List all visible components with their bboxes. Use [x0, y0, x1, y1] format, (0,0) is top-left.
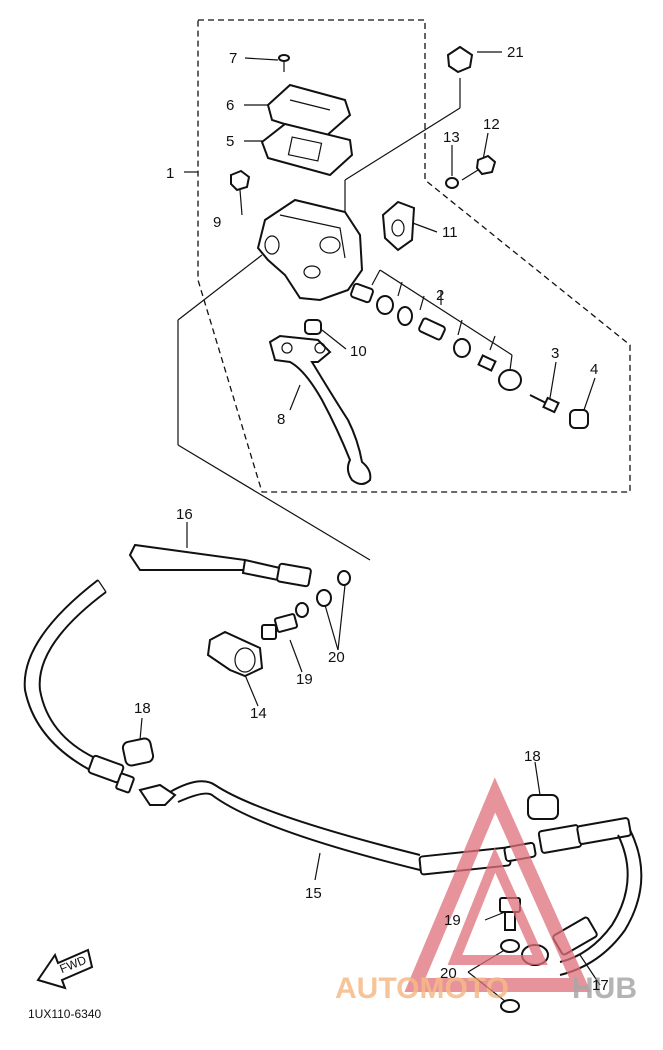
watermark-triangle-outer [404, 777, 591, 992]
washers-20-lower [500, 939, 520, 1013]
bolt-3 [529, 394, 560, 414]
grommet-18-right [527, 794, 559, 820]
label-part-15: 15 [305, 885, 322, 902]
hose-16 [128, 543, 351, 607]
assembly-boundary [197, 19, 631, 493]
bolt-12 [461, 154, 497, 181]
label-part-18-right: 18 [524, 748, 541, 765]
bolt-9 [230, 169, 251, 216]
label-part-2: 2 [436, 287, 444, 304]
watermark-text-primary: AUTOMOTO [335, 972, 509, 1005]
label-part-1: 1 [166, 165, 174, 182]
diaphragm-5 [260, 122, 354, 177]
label-part-19-upper: 19 [296, 671, 313, 688]
diagram-code: 1UX110-6340 [28, 1007, 101, 1021]
label-part-13: 13 [443, 129, 460, 146]
label-part-19-lower: 19 [444, 912, 461, 929]
label-part-9: 9 [213, 214, 221, 231]
union-bolt-19-upper [261, 613, 299, 640]
label-part-20-lower: 20 [440, 965, 457, 982]
lever-8 [268, 334, 372, 485]
label-part-18-left: 18 [134, 700, 151, 717]
piston-kit-2 [350, 269, 522, 391]
label-part-7: 7 [229, 50, 237, 67]
label-part-12: 12 [483, 116, 500, 133]
label-part-3: 3 [551, 345, 559, 362]
label-part-10: 10 [350, 343, 367, 360]
label-part-17: 17 [592, 977, 609, 994]
label-part-6: 6 [226, 97, 234, 114]
watermark-triangle-inner [447, 847, 548, 965]
washers-20-upper [295, 602, 309, 618]
hose-left-loop [23, 579, 135, 794]
label-part-14: 14 [250, 705, 267, 722]
cap-4 [569, 409, 589, 429]
cap-21 [446, 45, 474, 74]
union-14 [206, 630, 264, 678]
part-labels: 1 7 6 5 21 13 12 9 11 2 10 3 4 8 16 20 1… [134, 44, 609, 994]
bracket-11 [381, 200, 416, 252]
screw-7 [278, 54, 290, 72]
label-part-16: 16 [176, 506, 193, 523]
fwd-arrow-icon: FWD [36, 948, 94, 990]
watermark-logo: AUTOMOTO HUB [335, 777, 637, 1005]
master-cylinder-body [256, 198, 364, 302]
washer-13 [445, 177, 459, 189]
label-part-8: 8 [277, 411, 285, 428]
label-part-4: 4 [590, 361, 598, 378]
label-part-21: 21 [507, 44, 524, 61]
label-part-11: 11 [442, 224, 458, 241]
watermark-text-secondary: HUB [572, 972, 637, 1005]
grommet-18-left [121, 737, 155, 767]
label-part-20-upper: 20 [328, 649, 345, 666]
label-part-5: 5 [226, 133, 234, 150]
bushing-10 [304, 319, 322, 335]
